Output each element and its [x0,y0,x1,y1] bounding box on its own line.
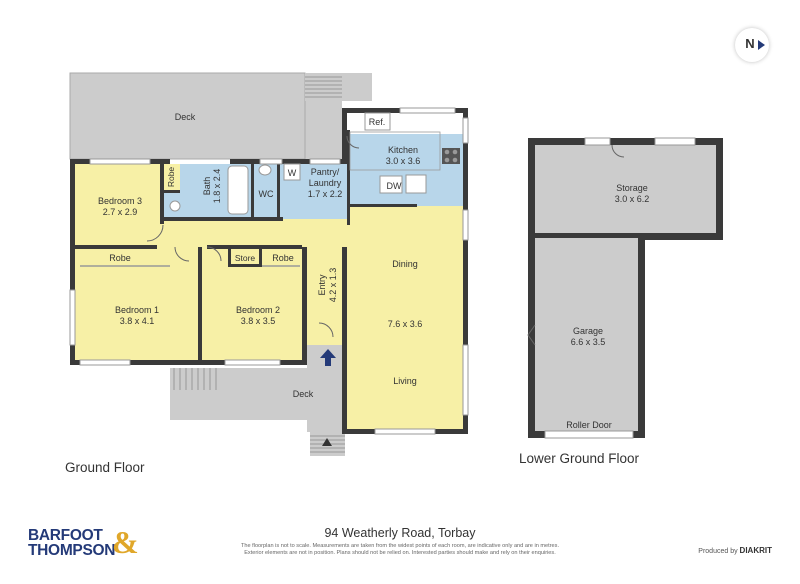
address: 94 Weatherly Road, Torbay [324,526,476,540]
living-size: 7.6 x 3.6 [388,319,423,329]
dw-label: DW [387,181,402,191]
toilet-icon [258,164,272,176]
bath-label: Bath [202,177,212,196]
w-label: W [288,168,297,178]
doors [146,135,360,338]
compass-arrow-icon [758,40,765,50]
bench-outline [349,131,441,171]
entry-label: Entry [317,274,327,296]
basin-icon [169,200,181,212]
garage-room [535,238,638,431]
entry-arrow-icon [320,349,336,366]
roller-door-label: Roller Door [566,420,612,430]
bedroom2-size: 3.8 x 3.5 [241,316,276,326]
windows [69,107,469,435]
bedroom1-size: 3.8 x 4.1 [120,316,155,326]
brand-line2: THOMPSON [28,542,116,559]
bathtub-icon [227,165,249,215]
dining-label: Dining [392,259,418,269]
deck-bottom-label: Deck [293,389,314,399]
robe1-label: Robe [109,253,131,263]
robe2-label: Robe [272,253,294,263]
robe-small-label: Robe [166,167,176,188]
stairs-top [305,73,342,101]
pantry-label: Pantry/ [311,167,340,177]
bedroom1-room [75,247,200,360]
deck-top-label: Deck [175,112,196,122]
brand-line1: BARFOOT [28,527,103,544]
disclaimer: The floorplan is not to scale. Measureme… [190,543,610,557]
deck-top [70,73,342,159]
bath-size: 1.8 x 2.4 [212,169,222,204]
ref-label: Ref. [369,117,386,127]
ground-floor-label: Ground Floor [65,460,145,475]
credit-name: DIAKRIT [739,546,772,555]
bedroom3-room [75,164,163,248]
kitchen-size: 3.0 x 3.6 [386,156,421,166]
kitchen-label: Kitchen [388,145,418,155]
brand-logo: BARFOOT THOMPSON [28,527,116,559]
bedroom2-label: Bedroom 2 [236,305,280,315]
bedroom3-label: Bedroom 3 [98,196,142,206]
bedroom1-label: Bedroom 1 [115,305,159,315]
disclaimer-line2: Exterior elements are not in position. P… [244,550,556,556]
pantry-label-2: Laundry [309,178,342,188]
storage-size: 3.0 x 6.2 [615,194,650,204]
cooktop-icon [442,148,460,164]
wc-label: WC [259,189,274,199]
garage-label: Garage [573,326,603,336]
sink-icon [405,174,427,194]
store-label: Store [235,253,256,263]
pantry-size: 1.7 x 2.2 [308,189,343,199]
disclaimer-line1: The floorplan is not to scale. Measureme… [240,543,560,549]
dining-living-room [347,206,465,432]
bedroom3-size: 2.7 x 2.9 [103,207,138,217]
living-label: Living [393,376,417,386]
lower-floor-label: Lower Ground Floor [519,451,640,466]
entry-room [307,247,347,345]
hall-room [163,219,347,247]
stairs-bottom-left [170,368,230,390]
credit: Produced by DIAKRIT [698,546,772,555]
garage-size: 6.6 x 3.5 [571,337,606,347]
bedroom2-room [200,247,307,360]
brand-amp: & [112,524,139,560]
compass-label: N [745,36,755,51]
entry-size: 4.2 x 1.3 [328,268,338,303]
storage-label: Storage [616,183,648,193]
ref-outline [364,112,391,131]
dw-outline [379,175,403,194]
compass: N [735,28,769,62]
storage-room [535,145,716,233]
w-outline [283,163,301,181]
credit-prefix: Produced by [698,548,738,555]
deck-bottom [170,345,347,432]
stairs-arrow-icon [322,438,332,446]
